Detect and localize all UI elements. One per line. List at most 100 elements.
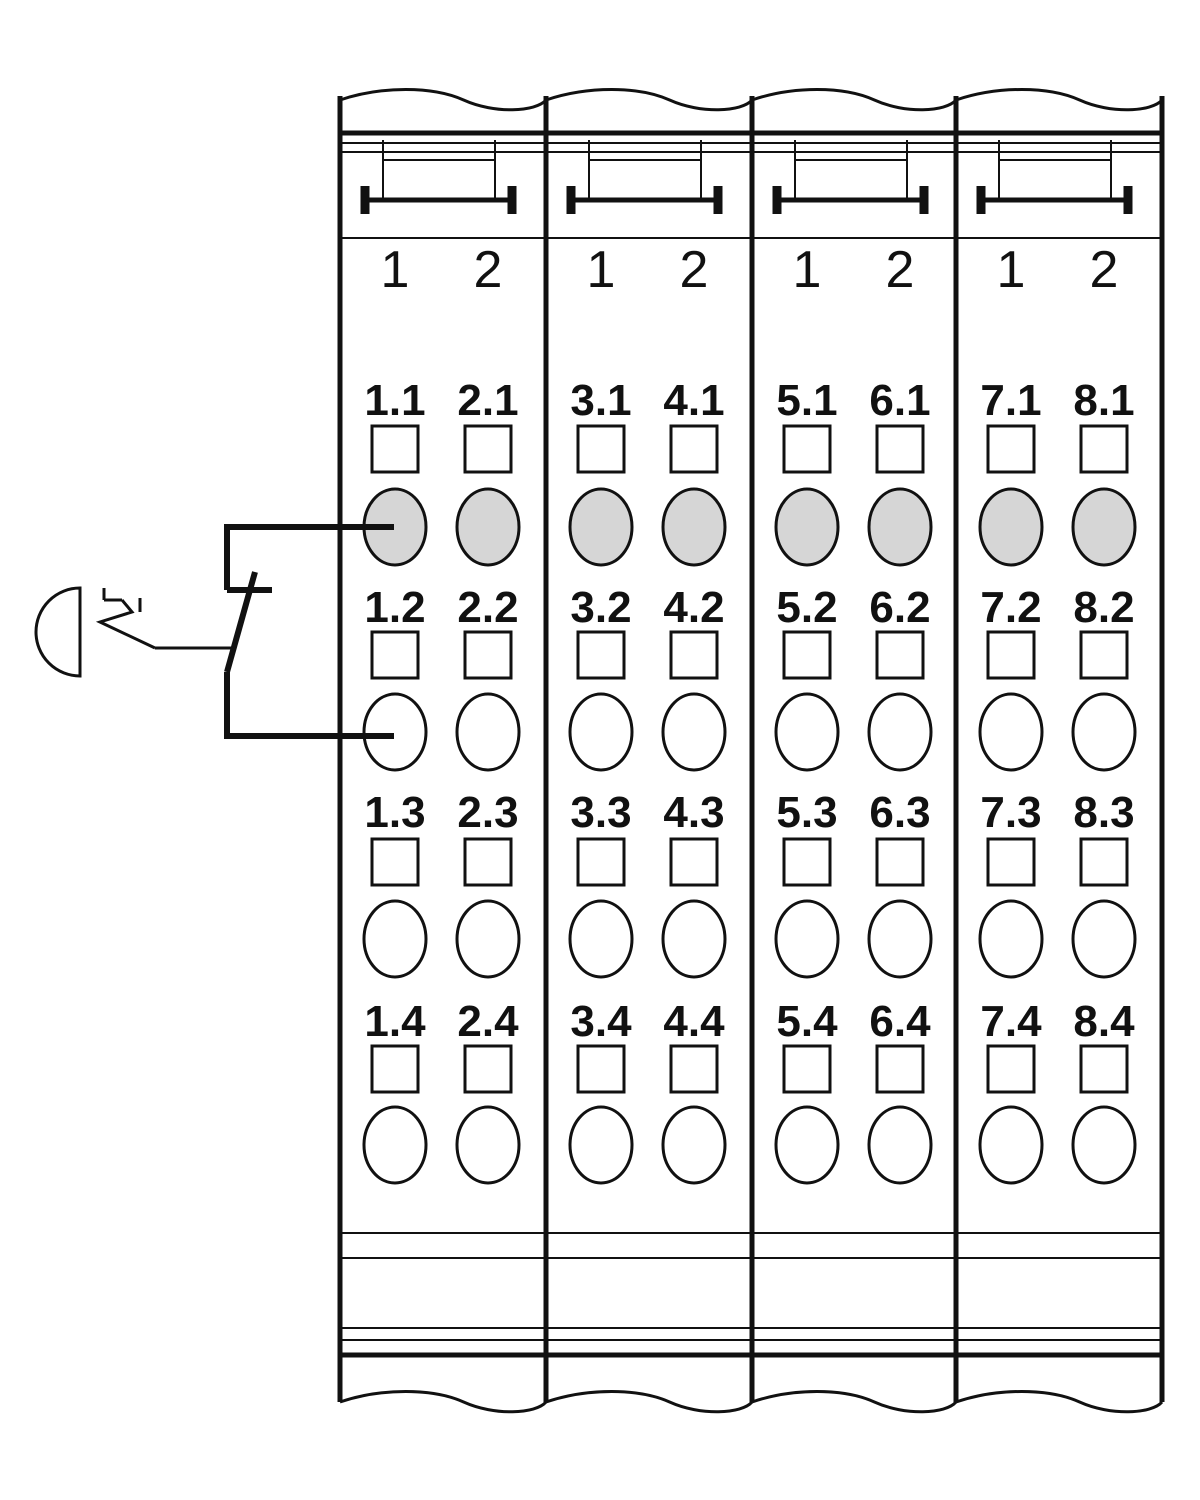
- terminal-connection-point[interactable]: [774, 1105, 840, 1185]
- terminal-label: 3.2: [570, 583, 631, 632]
- terminal-connection-point[interactable]: [978, 1105, 1044, 1185]
- terminal-label: 2.3: [457, 788, 518, 837]
- terminal-connection-point[interactable]: [978, 692, 1044, 772]
- marker-slot: [1079, 1044, 1129, 1094]
- terminal-connection-point-bridged[interactable]: [774, 487, 840, 567]
- terminal-label: 3.4: [570, 997, 632, 1046]
- break-line-top: [751, 88, 958, 112]
- marker-slot: [463, 1044, 513, 1094]
- switch-wiring: [34, 524, 394, 739]
- marker-slot: [576, 424, 626, 474]
- terminal-connection-point-bridged[interactable]: [867, 487, 933, 567]
- switch-actuator-symbol-icon: [95, 588, 156, 650]
- marker-slot: [986, 630, 1036, 680]
- marker-slot: [986, 837, 1036, 887]
- terminal-connection-point[interactable]: [362, 692, 428, 772]
- terminal-label: 4.2: [663, 583, 724, 632]
- terminal-label: 7.2: [980, 583, 1041, 632]
- slot-number: 1: [997, 241, 1026, 299]
- terminal-connection-point[interactable]: [661, 899, 727, 979]
- break-line-bottom: [751, 1390, 958, 1414]
- terminal-connection-point[interactable]: [568, 692, 634, 772]
- terminal-connection-point[interactable]: [455, 692, 521, 772]
- marker-slot: [986, 1044, 1036, 1094]
- terminal-connection-point[interactable]: [455, 899, 521, 979]
- slot-number: 1: [793, 241, 822, 299]
- marker-slot: [370, 424, 420, 474]
- terminal-connection-point[interactable]: [978, 899, 1044, 979]
- marker-slot: [875, 424, 925, 474]
- terminal-connection-point[interactable]: [774, 899, 840, 979]
- terminal-connection-point-bridged[interactable]: [978, 487, 1044, 567]
- marker-slot: [669, 424, 719, 474]
- marker-slot: [463, 424, 513, 474]
- terminal-connection-point[interactable]: [568, 1105, 634, 1185]
- marker-slot: [782, 630, 832, 680]
- terminal-connection-point[interactable]: [867, 692, 933, 772]
- marker-slot: [782, 424, 832, 474]
- terminal-connection-point-bridged[interactable]: [661, 487, 727, 567]
- marker-slot: [370, 630, 420, 680]
- terminal-label: 5.4: [776, 997, 838, 1046]
- terminal-label: 7.4: [980, 997, 1042, 1046]
- terminal-label: 2.4: [457, 997, 519, 1046]
- marker-slot: [1079, 424, 1129, 474]
- marker-slot: [1079, 837, 1129, 887]
- terminal-connection-point[interactable]: [661, 692, 727, 772]
- marker-slot: [576, 837, 626, 887]
- terminal-label: 8.1: [1073, 376, 1134, 425]
- slot-number: 2: [1090, 241, 1119, 299]
- marker-slot: [463, 630, 513, 680]
- terminal-connection-point[interactable]: [362, 899, 428, 979]
- break-line-top: [545, 88, 754, 112]
- terminal-connection-point[interactable]: [661, 1105, 727, 1185]
- terminal-connection-point[interactable]: [568, 899, 634, 979]
- terminal-label: 6.1: [869, 376, 930, 425]
- marker-slot: [782, 837, 832, 887]
- terminal-label: 6.2: [869, 583, 930, 632]
- break-line-bottom: [955, 1390, 1164, 1414]
- terminal-connection-point[interactable]: [1071, 1105, 1137, 1185]
- terminal-connection-point[interactable]: [1071, 692, 1137, 772]
- marker-slot: [669, 1044, 719, 1094]
- terminal-connection-point[interactable]: [1071, 899, 1137, 979]
- terminal-label: 3.3: [570, 788, 631, 837]
- terminal-label: 2.1: [457, 376, 518, 425]
- wire-to-terminal-1-1: [224, 524, 394, 590]
- terminal-label: 1.1: [364, 376, 425, 425]
- marker-slot: [986, 424, 1036, 474]
- terminal-connection-point[interactable]: [455, 1105, 521, 1185]
- terminal-label: 4.3: [663, 788, 724, 837]
- slot-number: 2: [680, 241, 709, 299]
- terminal-label: 4.1: [663, 376, 724, 425]
- terminal-connection-point[interactable]: [774, 692, 840, 772]
- terminal-label: 3.1: [570, 376, 631, 425]
- terminal-label: 8.3: [1073, 788, 1134, 837]
- terminal-label: 5.1: [776, 376, 837, 425]
- terminal-label: 4.4: [663, 997, 725, 1046]
- terminal-label: 8.4: [1073, 997, 1135, 1046]
- terminal-label: 1.3: [364, 788, 425, 837]
- terminal-label: 1.4: [364, 997, 426, 1046]
- terminal-connection-point-bridged[interactable]: [1071, 487, 1137, 567]
- break-line-top: [955, 88, 1164, 112]
- marker-slot: [370, 1044, 420, 1094]
- terminal-connection-point[interactable]: [867, 1105, 933, 1185]
- terminal-connection-point[interactable]: [362, 1105, 428, 1185]
- terminal-label: 2.2: [457, 583, 518, 632]
- marker-slot: [782, 1044, 832, 1094]
- terminal-label: 1.2: [364, 583, 425, 632]
- terminal-label: 6.3: [869, 788, 930, 837]
- terminal-connection-point-bridged[interactable]: [455, 487, 521, 567]
- terminal-label: 6.4: [869, 997, 931, 1046]
- slot-number: 1: [381, 241, 410, 299]
- terminal-connection-point-bridged[interactable]: [568, 487, 634, 567]
- marker-slot: [669, 630, 719, 680]
- marker-slot: [669, 837, 719, 887]
- terminal-label: 5.2: [776, 583, 837, 632]
- terminal-connection-point[interactable]: [867, 899, 933, 979]
- break-line-bottom: [339, 1390, 548, 1414]
